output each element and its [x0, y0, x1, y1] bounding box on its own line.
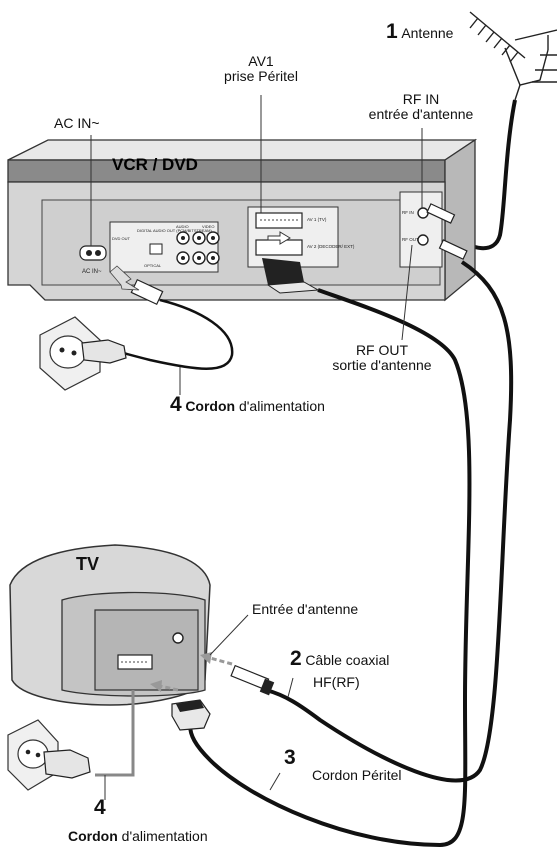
antenna-icon [469, 11, 557, 101]
panel-video-label: VIDEO [202, 224, 214, 229]
antenna-label: 1 Antenne [386, 21, 454, 42]
scart-plug-tv-icon [171, 699, 211, 731]
coaxial-cable [265, 260, 514, 783]
rf-out-leader-line [401, 244, 413, 341]
panel-ac-in-label: AC IN~ [82, 269, 102, 275]
rf-in-plug-icon [426, 203, 456, 224]
power-bottom-number: 4 [94, 796, 106, 819]
scart-label: Cordon Péritel [312, 767, 402, 783]
power-cord-top-label: 4 Cordon d'alimentation [170, 394, 325, 415]
tv-label: TV [76, 554, 100, 574]
tv-device [9, 544, 211, 706]
vcr-dvd-device [7, 138, 478, 302]
power-bottom-rest: d'alimentation [117, 828, 208, 844]
rf-out-subtitle: sortie d'antenne [332, 357, 432, 373]
rf-in-label: RF IN entrée d'antenne [348, 92, 494, 122]
coax-text: Câble coaxial [305, 652, 390, 668]
panel-rf-out-label: RF OUT [402, 237, 419, 242]
scart-cable [188, 288, 472, 848]
ac-in-label: AC IN~ [54, 115, 100, 131]
power-insert-arrow-icon [109, 265, 140, 291]
power-bottom-number-label: 4 [94, 797, 106, 818]
av1-label: AV1 prise Péritel [206, 54, 316, 84]
power-cord-bottom-label: Cordon d'alimentation [68, 829, 208, 844]
power-top-rest: d'alimentation [235, 398, 325, 414]
av1-subtitle: prise Péritel [224, 68, 298, 84]
panel-dvd-out-label: DVD OUT [112, 236, 131, 241]
coax-subtitle: HF(RF) [313, 674, 360, 690]
power-bottom-bold: Cordon [68, 828, 118, 844]
rf-in-subtitle: entrée d'antenne [368, 106, 474, 122]
panel-digital-audio-label: DIGITAL AUDIO OUT (PCM/BITSTREAM) [137, 228, 212, 233]
antenna-text: Antenne [401, 25, 454, 41]
power-cord-top [111, 298, 234, 370]
tv-antenna-leader-line [209, 614, 249, 656]
tv-antenna-insert-arrow-icon [200, 652, 233, 666]
av1-insert-arrow-icon [267, 231, 291, 245]
power-plug-top-icon [130, 278, 164, 306]
vcr-dvd-label: VCR / DVD [112, 155, 198, 174]
power-plug-wall-top-icon [81, 339, 127, 364]
coax-leader-line [287, 677, 294, 698]
rf-out-label: RF OUT sortie d'antenne [318, 343, 446, 373]
scart-leader-line [269, 772, 281, 791]
scart-number: 3 [284, 746, 296, 769]
coax-number: 2 [290, 647, 302, 670]
tv-power-cord [95, 690, 135, 777]
av1-title: AV1 [248, 53, 274, 69]
panel-optical-label: OPTICAL [144, 263, 162, 268]
scart-plug-av2-icon [262, 258, 320, 294]
power-top-number: 4 [170, 393, 182, 416]
rf-out-title: RF OUT [355, 342, 409, 358]
power-top-bold: Cordon [185, 398, 236, 414]
panel-av1-label: AV 1 (TV) [307, 217, 327, 222]
rf-out-plug-icon [438, 239, 468, 260]
coax-plug-tv-icon [230, 664, 275, 696]
coax-label: 2 Câble coaxial [290, 648, 390, 669]
wall-socket-top-icon [39, 316, 101, 391]
power-plug-wall-bottom-icon [43, 749, 91, 779]
antenna-number: 1 [386, 20, 398, 43]
tv-antenna-input-label: Entrée d'antenne [252, 601, 359, 617]
panel-rf-in-label: RF IN [402, 210, 414, 215]
rf-in-title: RF IN [402, 91, 440, 107]
panel-av2-label: AV 2 (DECODER/ EXT) [307, 244, 355, 249]
tv-scart-insert-arrow-icon [150, 680, 179, 692]
panel-audio-label: AUDIO [176, 224, 189, 229]
scart-number-label: 3 [284, 747, 296, 768]
